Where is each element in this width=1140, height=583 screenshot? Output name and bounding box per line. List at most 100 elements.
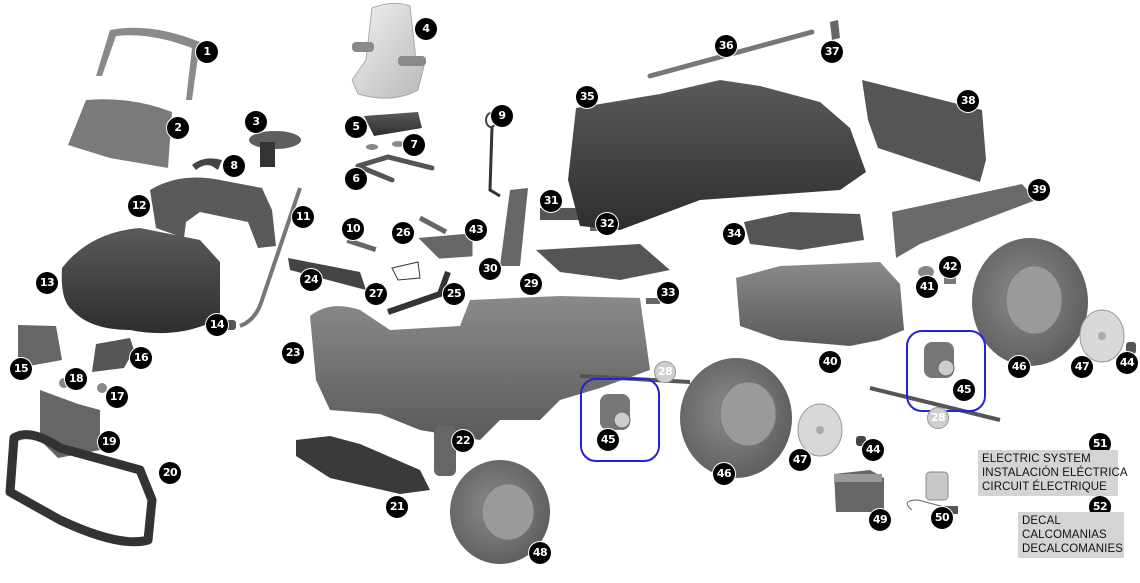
part-13-hood: [61, 228, 220, 334]
part-41-bushing: [918, 266, 934, 278]
callout-part-27: 27: [365, 283, 387, 305]
part-38-tailgate: [862, 80, 986, 182]
part-2-windshield: [68, 99, 172, 168]
callout-part-14: 14: [206, 314, 228, 336]
callout-part-21: 21: [386, 496, 408, 518]
part-29-floor-plate: [536, 244, 670, 280]
legend-decal-line-es: CALCOMANIAS: [1022, 529, 1107, 541]
callout-part-17: 17: [106, 386, 128, 408]
part-22-bellow: [434, 426, 456, 476]
callout-part-50: 50: [931, 507, 953, 529]
part-5-seat-base: [364, 112, 422, 136]
part-45-motor-right: [924, 342, 955, 378]
callout-part-13: 13: [36, 272, 58, 294]
callout-part-46b: 46: [713, 463, 735, 485]
part-44-nut-right: [1126, 342, 1136, 354]
part-47-hubcap-left: [797, 403, 843, 457]
part-11-steering-rod: [239, 187, 302, 328]
legend-decal-line-fr: DECALCOMANIES: [1022, 543, 1123, 555]
callout-part-3: 3: [245, 111, 267, 133]
callout-part-49: 49: [869, 509, 891, 531]
part-10-pin: [346, 238, 377, 253]
callout-part-35: 35: [576, 86, 598, 108]
legend-electric-line-fr: CIRCUIT ÉLECTRIQUE: [982, 481, 1107, 493]
callout-part-1: 1: [196, 41, 218, 63]
callout-part-10: 10: [342, 218, 364, 240]
legend-decal-line-en: DECAL: [1022, 515, 1061, 527]
part-3-steering-wheel: [249, 131, 301, 167]
part-12-dashboard: [150, 177, 276, 248]
callout-part-23: 23: [282, 342, 304, 364]
callout-part-6: 6: [345, 168, 367, 190]
part-37-hook: [830, 20, 840, 40]
callout-part-44b: 44: [862, 439, 884, 461]
part-17-lens: [97, 383, 107, 393]
callout-part-12: 12: [128, 195, 150, 217]
callout-part-41: 41: [916, 276, 938, 298]
callout-part-31: 31: [540, 190, 562, 212]
callout-part-36: 36: [715, 35, 737, 57]
part-7-knob-b: [392, 141, 404, 147]
callout-part-19: 19: [98, 431, 120, 453]
callout-part-8: 8: [223, 155, 245, 177]
part-33-bolt: [646, 298, 660, 304]
callout-part-28a: 28: [654, 361, 676, 383]
legend-electric-line-en: ELECTRIC SYSTEM: [982, 453, 1091, 465]
callout-part-47b: 47: [789, 449, 811, 471]
part-16-light-housing: [92, 338, 134, 372]
part-28-axle-right: [869, 386, 1001, 422]
callout-part-20: 20: [159, 462, 181, 484]
part-25-lever: [387, 270, 451, 315]
part-40-battery-box: [736, 262, 904, 346]
callout-part-26: 26: [392, 222, 414, 244]
legend-electric-line-es: INSTALACIÓN ELÉCTRICA: [982, 467, 1128, 479]
callout-part-39: 39: [1028, 179, 1050, 201]
callout-part-24: 24: [300, 269, 322, 291]
callout-part-9: 9: [491, 105, 513, 127]
callout-part-15: 15: [10, 358, 32, 380]
legend-decal: DECAL CALCOMANIAS DECALCOMANIES: [1018, 512, 1124, 558]
callout-part-16: 16: [130, 347, 152, 369]
part-21-front-axle: [296, 436, 430, 494]
callout-part-44a: 44: [1116, 352, 1138, 374]
callout-part-18: 18: [65, 368, 87, 390]
callout-part-51: 51: [1089, 433, 1111, 455]
callout-part-4: 4: [415, 18, 437, 40]
part-6-seat-rod: [355, 154, 435, 183]
part-45-motor-left: [600, 394, 631, 430]
part-24-bracket: [288, 258, 366, 290]
callout-part-7: 7: [403, 134, 425, 156]
legend-electric-system: ELECTRIC SYSTEM INSTALACIÓN ELÉCTRICA CI…: [978, 450, 1128, 496]
part-4-seat: [351, 2, 426, 99]
callout-part-40: 40: [819, 351, 841, 373]
part-23-main-body: [310, 296, 650, 440]
callout-part-45a: 45: [597, 429, 619, 451]
part-43-shifter: [418, 215, 473, 259]
part-20-bumper: [5, 430, 157, 547]
callout-part-28b: 28: [927, 407, 949, 429]
callout-part-33: 33: [657, 282, 679, 304]
callout-part-32: 32: [596, 213, 618, 235]
callout-part-25: 25: [443, 283, 465, 305]
callout-part-29: 29: [520, 273, 542, 295]
callout-part-46a: 46: [1008, 356, 1030, 378]
part-39-side-panel: [892, 184, 1036, 258]
callout-part-45b: 45: [953, 379, 975, 401]
highlight-box-motor-right: [906, 330, 986, 412]
callout-part-5: 5: [345, 116, 367, 138]
callout-part-38: 38: [957, 90, 979, 112]
part-8-handle: [192, 158, 222, 170]
part-15-grille: [18, 325, 62, 368]
callout-part-48: 48: [529, 542, 551, 564]
callout-part-30: 30: [479, 258, 501, 280]
part-30-column: [500, 188, 528, 266]
part-35-rear-body: [568, 80, 866, 230]
part-1-roll-bar: [96, 27, 200, 100]
part-49-battery: [834, 470, 884, 512]
part-34-floor: [744, 212, 864, 250]
part-46-rear-wheel-left: [680, 358, 792, 478]
callout-part-42: 42: [939, 256, 961, 278]
callout-part-22: 22: [452, 430, 474, 452]
callout-part-11: 11: [292, 206, 314, 228]
